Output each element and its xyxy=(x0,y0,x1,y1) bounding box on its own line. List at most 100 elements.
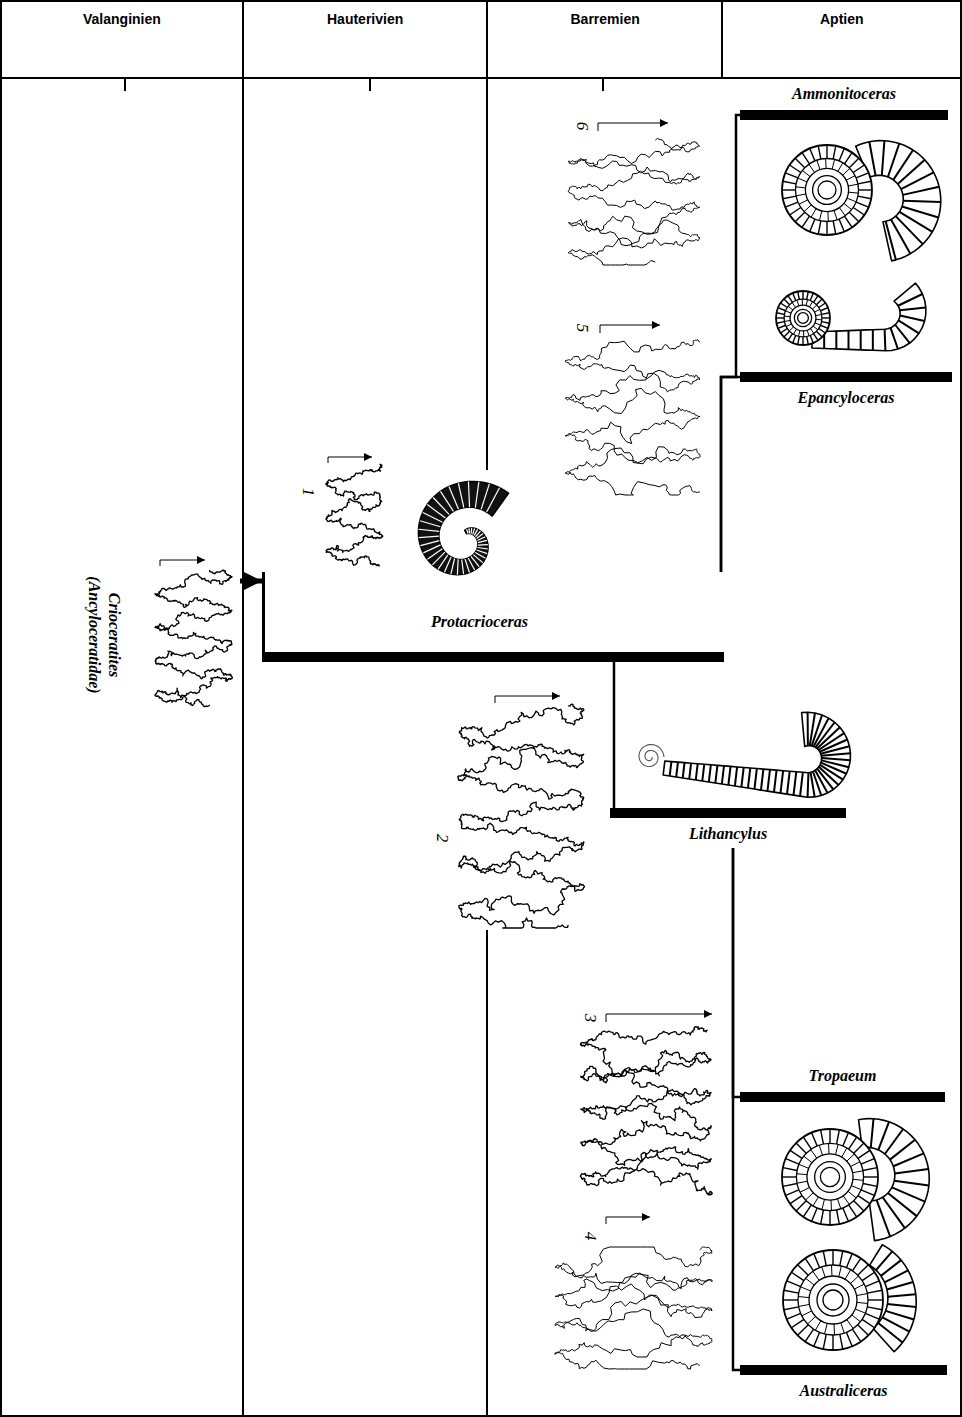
shell-rib xyxy=(477,550,488,554)
shell-rib xyxy=(787,1313,801,1319)
shell-rib xyxy=(887,1282,913,1289)
stage-name: Aptien xyxy=(820,10,864,28)
shell-rib xyxy=(835,331,837,349)
shell-rib xyxy=(783,196,796,199)
shell-rib xyxy=(811,1150,817,1159)
shell-rib xyxy=(813,1271,819,1280)
shell-rib xyxy=(782,1176,796,1177)
shell-rib xyxy=(478,540,487,542)
shell-rib xyxy=(877,1200,891,1237)
suture-line xyxy=(458,704,585,928)
shell-rib xyxy=(741,767,743,787)
shell-rib xyxy=(788,306,793,310)
shell-rib xyxy=(784,1307,799,1310)
shell-rib xyxy=(774,770,777,792)
shell-rib xyxy=(806,1193,814,1200)
shell-rib xyxy=(802,153,810,164)
shell-rib xyxy=(457,559,459,574)
stage-name: Barremien xyxy=(571,10,640,28)
shell-rib xyxy=(812,1133,818,1146)
shell-rib xyxy=(803,1205,811,1217)
shell-rib xyxy=(842,1148,847,1157)
shell-rib xyxy=(696,764,698,780)
shell-rib xyxy=(810,713,815,746)
suture-line xyxy=(580,1027,712,1195)
shell-rib xyxy=(845,153,853,164)
shell-rib xyxy=(791,1319,803,1327)
shell-rib xyxy=(839,1266,842,1277)
shell-rib xyxy=(829,1129,830,1143)
shell-rib xyxy=(778,325,785,328)
shell-rib xyxy=(854,1143,864,1153)
shell-rib xyxy=(862,1319,874,1327)
shell-rib xyxy=(878,1122,889,1150)
shell-rib xyxy=(473,528,475,534)
shell-coil xyxy=(784,299,822,337)
shell-coil xyxy=(796,159,859,222)
column-divider xyxy=(486,0,488,470)
shell-coil xyxy=(796,1143,863,1210)
genus-range-node: Lithancylus xyxy=(610,808,846,848)
shell-rib xyxy=(848,192,858,194)
shell-rib xyxy=(841,1323,845,1333)
shell-rib xyxy=(888,1193,917,1216)
shell-rib xyxy=(818,221,821,234)
shell-rib xyxy=(789,327,793,331)
shell-rib xyxy=(900,315,925,321)
shell-rib xyxy=(802,1311,812,1316)
shell-rib xyxy=(816,319,822,321)
shell-rib xyxy=(478,544,488,546)
shell-rib xyxy=(709,765,711,782)
suture-number: 4 xyxy=(581,1232,599,1241)
shell-rib xyxy=(798,1265,809,1276)
shell-rib xyxy=(822,317,830,318)
shell-rib xyxy=(799,1304,810,1306)
shell-rib xyxy=(722,766,724,784)
shell-rib xyxy=(840,1334,843,1349)
shell-rib xyxy=(468,528,470,533)
shell-rib xyxy=(819,329,826,334)
shell-rib xyxy=(814,1254,820,1268)
shell-rib xyxy=(802,337,803,345)
shell-rib xyxy=(783,181,796,184)
shell-rib xyxy=(797,1174,808,1175)
shell-rib xyxy=(890,1140,915,1160)
shell-rib xyxy=(777,313,785,315)
shell-rib xyxy=(822,313,830,315)
shell-rib xyxy=(786,1190,799,1196)
shell-rib xyxy=(458,483,463,507)
stage-name: Hauterivien xyxy=(327,10,403,28)
shell-rib xyxy=(767,770,770,791)
shell-rib xyxy=(848,331,850,350)
shell-rib xyxy=(815,1321,821,1330)
shell-rib xyxy=(808,1316,816,1324)
shell-rib xyxy=(761,769,763,790)
shell-coil xyxy=(782,145,872,235)
shell-rib xyxy=(858,181,871,184)
shell-rib xyxy=(833,221,836,234)
shell-rib xyxy=(420,541,439,546)
shell-rib xyxy=(849,1137,857,1149)
shell-rib xyxy=(793,329,796,334)
shell-rib xyxy=(858,1150,870,1158)
shell-rib xyxy=(852,1315,861,1322)
shell-rib xyxy=(834,210,837,219)
shell-rib xyxy=(834,1324,835,1335)
shell-rib xyxy=(826,145,827,159)
shell-rib xyxy=(843,1133,849,1146)
shell-rib xyxy=(487,488,500,512)
shell-rib xyxy=(868,1299,883,1300)
shell-rib xyxy=(852,1329,860,1341)
shell-whorl xyxy=(418,481,508,574)
family-name: (Ancyloceratidae) xyxy=(83,576,103,693)
genus-name: Australiceras xyxy=(744,1381,943,1401)
shell-coil xyxy=(794,309,811,326)
shell-rib xyxy=(786,324,791,327)
shell-rib xyxy=(800,772,803,796)
shell-rib xyxy=(800,1187,809,1192)
genus-range-node: Protacrioceras xyxy=(262,572,724,662)
shell-drawings xyxy=(418,141,940,1352)
shell-coil xyxy=(815,1162,846,1193)
shell-rib xyxy=(795,212,805,222)
